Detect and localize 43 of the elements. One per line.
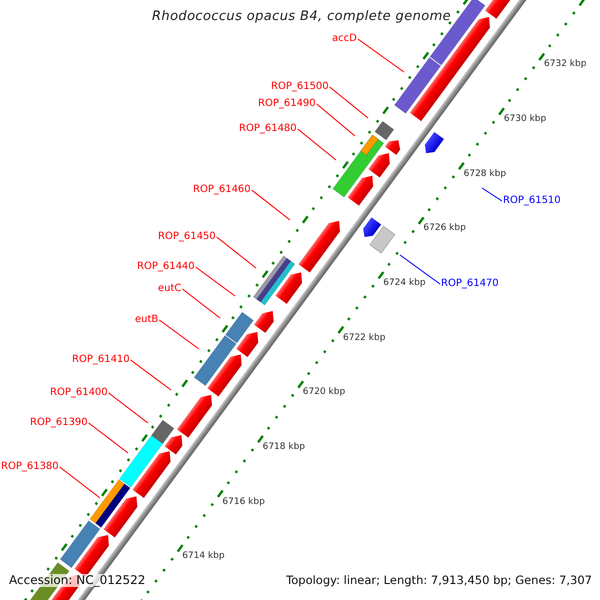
genome-summary-text: Topology: linear; Length: 7,913,450 bp; Genes: 7,307 <box>286 574 592 587</box>
scale-label: 6722 kbp <box>343 334 386 344</box>
gene-label: ROP_61380 <box>1 460 59 472</box>
scale-label: 6714 kbp <box>182 552 225 562</box>
gene-label: eutB <box>135 314 158 324</box>
scale-label: 6724 kbp <box>383 279 426 289</box>
leader-line <box>88 422 128 454</box>
leader-line <box>329 86 368 118</box>
gene-label: eutC <box>158 282 182 294</box>
gene-label: ROP_61450 <box>158 230 216 242</box>
leader-line <box>158 320 200 350</box>
leader-line <box>400 254 440 284</box>
scale-label: 6720 kbp <box>302 388 346 398</box>
leader-line <box>59 466 100 498</box>
accession-text: Accession: NC_012522 <box>7 574 148 588</box>
scale-label: 6716 kbp <box>222 498 265 508</box>
scale-label: 6718 kbp <box>262 442 305 453</box>
gene-label: accD <box>332 32 357 44</box>
gene-label: ROP_61460 <box>193 184 251 194</box>
leader-line <box>195 266 236 296</box>
leader-line <box>108 392 148 424</box>
scale-label: 6728 kbp <box>464 170 506 180</box>
leader-line <box>316 104 356 136</box>
gene-label: ROP_61480 <box>239 122 297 134</box>
gene-label: ROP_61500 <box>271 80 329 92</box>
gene-label: ROP_61510 <box>503 194 561 206</box>
leader-line <box>216 236 256 268</box>
scale-label: 6730 kbp <box>504 115 546 125</box>
leader-line <box>251 190 290 220</box>
scale-label: 6732 kbp <box>544 60 586 70</box>
leader-line <box>182 288 220 318</box>
gene-label: ROP_61390 <box>30 416 88 428</box>
leader-line <box>357 38 404 72</box>
gene-label: ROP_61470 <box>441 278 499 288</box>
leader-line <box>482 188 502 202</box>
leader-line <box>297 128 336 160</box>
map-title: Rhodococcus opacus B4, complete genome <box>152 10 452 24</box>
gene-label: ROP_61490 <box>258 98 316 108</box>
gene-label: ROP_61400 <box>50 386 108 398</box>
leader-line <box>130 360 172 390</box>
scale-label: 6726 kbp <box>423 224 466 234</box>
gene-label: ROP_61410 <box>72 354 130 364</box>
gene-label: ROP_61440 <box>137 260 195 272</box>
